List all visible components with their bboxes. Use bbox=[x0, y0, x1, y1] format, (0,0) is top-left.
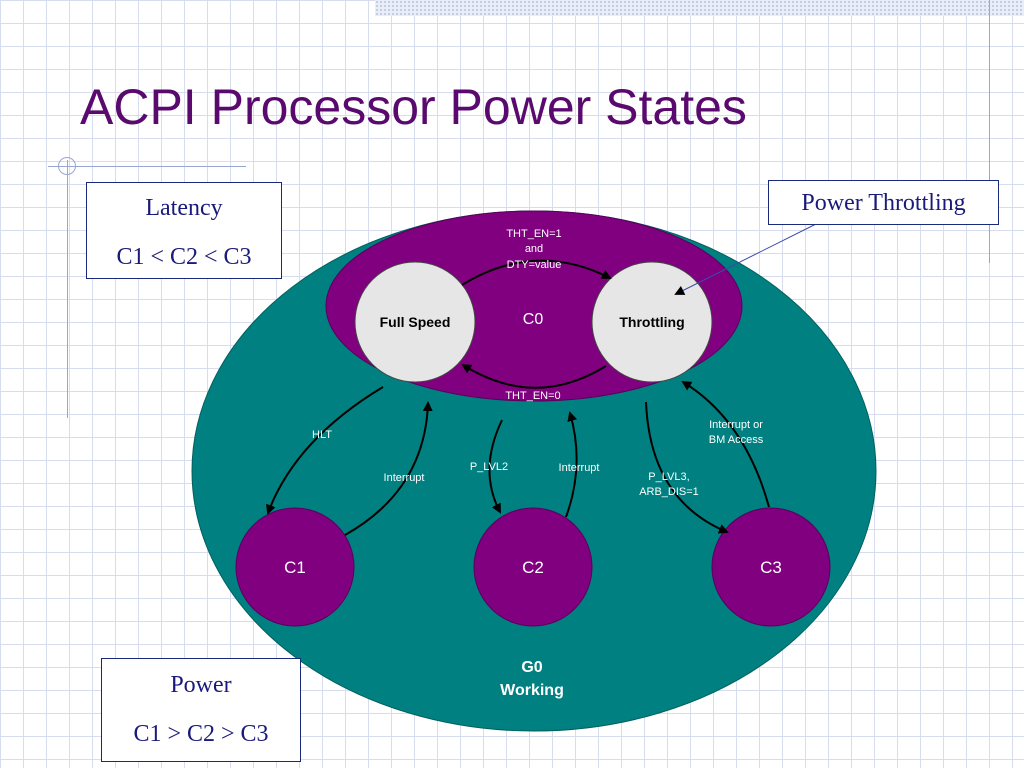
power-throttling-label: Power Throttling bbox=[801, 190, 966, 216]
hlt-label: HLT bbox=[312, 429, 332, 441]
power-box: Power C1 > C2 > C3 bbox=[101, 658, 301, 762]
arrow-p-lvl3 bbox=[645, 401, 729, 534]
c2-node bbox=[473, 507, 593, 627]
header-dotted-band bbox=[375, 0, 1024, 16]
full-speed-node bbox=[354, 261, 476, 383]
slide-title: ACPI Processor Power States bbox=[80, 79, 747, 135]
latency-box: Latency C1 < C2 < C3 bbox=[86, 182, 282, 279]
callout-pointer-line bbox=[674, 223, 817, 295]
tht-en1-label-line2: and bbox=[525, 243, 543, 255]
c1-node bbox=[235, 507, 355, 627]
tht-en1-label-line1: THT_EN=1 bbox=[506, 228, 561, 240]
latency-heading: Latency bbox=[145, 195, 223, 221]
p-lvl2-label: P_LVL2 bbox=[470, 461, 508, 473]
tht-en0-label: THT_EN=0 bbox=[505, 390, 560, 402]
arrow-throttling-to-full bbox=[461, 363, 607, 389]
arrow-p-lvl2 bbox=[488, 419, 503, 514]
p-lvl3-label-line1: P_LVL3, bbox=[648, 471, 689, 483]
decorative-line-right bbox=[989, 0, 990, 263]
arrow-interrupt-bm bbox=[681, 380, 770, 508]
c0-label: C0 bbox=[523, 311, 544, 328]
arrow-interrupt-c2 bbox=[565, 411, 578, 518]
decorative-line-vertical bbox=[67, 160, 68, 418]
c3-node bbox=[711, 507, 831, 627]
g0-label: G0 bbox=[521, 659, 542, 676]
decorative-circle-icon bbox=[58, 157, 76, 175]
c2-label: C2 bbox=[522, 558, 544, 577]
c3-label: C3 bbox=[760, 558, 782, 577]
power-throttling-callout: Power Throttling bbox=[768, 180, 999, 225]
arrow-interrupt-c1 bbox=[344, 401, 433, 536]
interrupt-c1-label: Interrupt bbox=[384, 472, 425, 484]
decorative-line-horizontal bbox=[48, 166, 246, 167]
interrupt-c2-label: Interrupt bbox=[559, 462, 600, 474]
c1-label: C1 bbox=[284, 558, 306, 577]
interrupt-bm-label-line1: Interrupt or bbox=[709, 419, 763, 431]
working-label: Working bbox=[500, 682, 564, 699]
p-lvl3-label-line2: ARB_DIS=1 bbox=[639, 486, 699, 498]
full-speed-label: Full Speed bbox=[380, 314, 451, 330]
interrupt-bm-label-line2: BM Access bbox=[709, 434, 764, 446]
arrow-full-to-throttling bbox=[461, 259, 612, 286]
throttling-label: Throttling bbox=[619, 314, 684, 330]
power-heading: Power bbox=[170, 672, 232, 698]
latency-relation: C1 < C2 < C3 bbox=[116, 244, 252, 270]
arrow-hlt bbox=[266, 386, 384, 515]
tht-en1-label-line3: DTY=value bbox=[507, 259, 562, 271]
power-relation: C1 > C2 > C3 bbox=[133, 721, 269, 747]
